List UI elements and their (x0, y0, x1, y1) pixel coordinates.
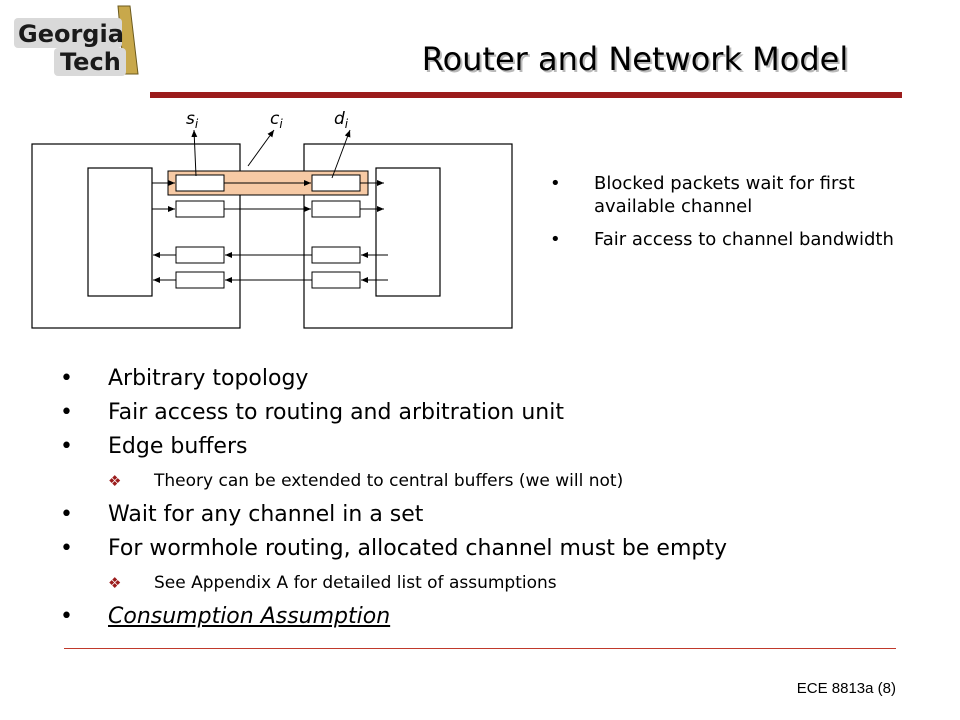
buffer (175, 174, 225, 192)
bullet-edge-buffers: Edge buffers (56, 430, 936, 464)
footer-divider (64, 648, 896, 649)
consumption-assumption-link[interactable]: Consumption Assumption (108, 604, 391, 629)
footer: ECE 8813a (8) (797, 680, 896, 697)
svg-text:Georgia: Georgia (18, 20, 124, 48)
title-divider (150, 92, 902, 98)
svg-text:si: si (186, 109, 199, 131)
sub-bullet-appendix: See Appendix A for detailed list of assu… (56, 566, 936, 600)
label-c: c (270, 109, 280, 129)
switch-right (375, 167, 441, 297)
georgia-tech-logo: Georgia Tech (14, 5, 139, 76)
side-bullet: Blocked packets wait for first available… (548, 172, 928, 218)
buffer (175, 200, 225, 218)
bullet-wait-any-channel: Wait for any channel in a set (56, 498, 936, 532)
course-label: ECE 8813a (796, 680, 874, 697)
buffer (311, 174, 361, 192)
switch-left (87, 167, 153, 297)
router-diagram: si ci di (31, 109, 513, 329)
svg-text:ci: ci (270, 109, 283, 131)
bullet-fair-access: Fair access to routing and arbitration u… (56, 396, 936, 430)
bullet-arbitrary-topology: Arbitrary topology (56, 362, 936, 396)
page-number: (8) (877, 680, 896, 697)
side-bullet-list: Blocked packets wait for first available… (548, 172, 928, 261)
svg-text:Tech: Tech (60, 48, 121, 76)
bullet-consumption-assumption[interactable]: Consumption Assumption (56, 600, 936, 634)
buffer (311, 246, 361, 264)
buffer (175, 246, 225, 264)
side-bullet: Fair access to channel bandwidth (548, 228, 928, 251)
sub-bullet-central-buffers: Theory can be extended to central buffer… (56, 464, 936, 498)
label-s: s (186, 109, 195, 129)
bullet-wormhole-routing: For wormhole routing, allocated channel … (56, 532, 936, 566)
buffer (311, 200, 361, 218)
buffer (175, 271, 225, 289)
svg-text:di: di (334, 109, 349, 131)
buffer (311, 271, 361, 289)
label-d: d (334, 109, 345, 129)
slide-title: Router and Network Model (421, 40, 849, 78)
main-bullet-list: Arbitrary topology Fair access to routin… (56, 362, 936, 634)
